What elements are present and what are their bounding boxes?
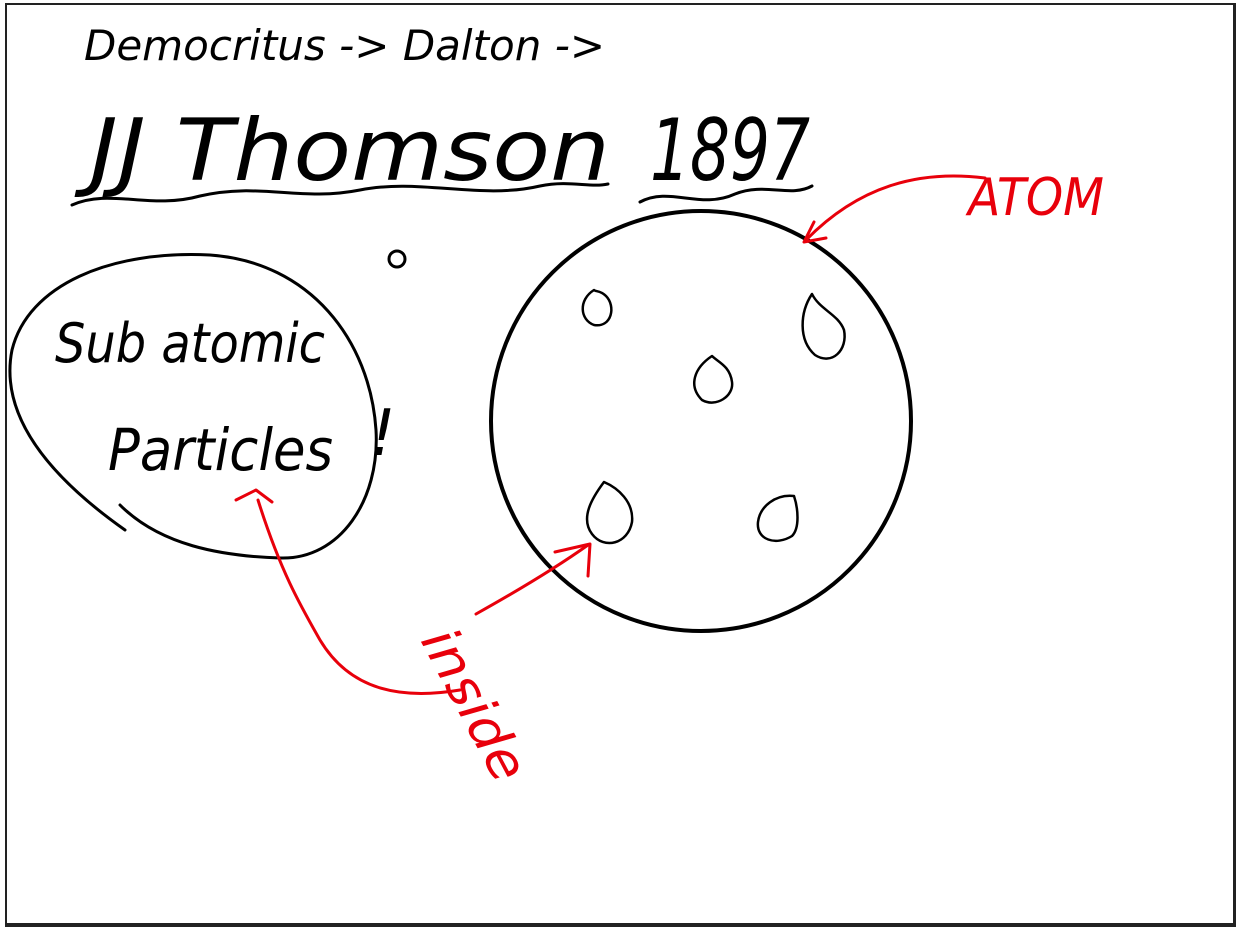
atom-label: ATOM [965, 168, 1104, 228]
inside-label: inside [409, 618, 539, 792]
atom-arrow [804, 174, 987, 242]
electron-blob [756, 494, 799, 542]
electron-blob [581, 288, 613, 327]
inside-arrow-particles-head [234, 488, 274, 504]
inside-arrow-particles [256, 498, 462, 695]
history-line-text: Democritus -> Dalton -> [84, 21, 605, 70]
title-year-text: 1897 [650, 101, 810, 201]
atom-circle [489, 209, 913, 633]
title-name-underline [70, 182, 610, 207]
exclamation-mark: ! [370, 397, 396, 471]
electron-blob [801, 292, 846, 360]
inside-arrow-atom-head [553, 542, 592, 578]
inside-arrow-atom [474, 543, 590, 616]
bubble-label-line1: Sub atomic [55, 312, 325, 375]
whiteboard-canvas [5, 3, 1236, 927]
electron-blob [693, 354, 734, 404]
title-year-underline [638, 184, 814, 204]
bubble-label-line2: Particles [108, 416, 333, 484]
small-circle-mark [387, 249, 407, 269]
title-name-text: JJ Thomson [74, 101, 610, 201]
electron-blob [585, 480, 634, 545]
particles-bubble [8, 253, 378, 560]
atom-arrowhead [802, 220, 828, 244]
